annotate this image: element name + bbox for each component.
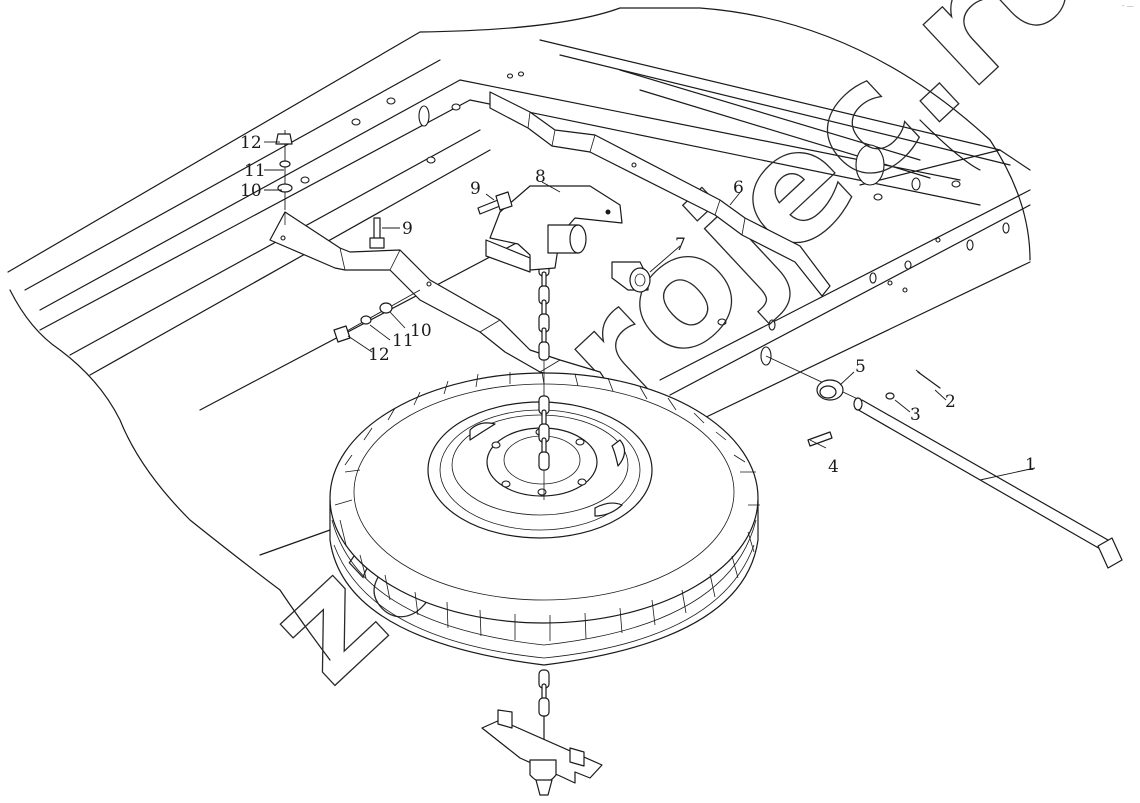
corner-mark: - — — [1122, 2, 1134, 10]
callout-9-lower: 9 — [402, 219, 413, 239]
crank-handle-1 — [765, 355, 1123, 569]
callout-labels: 1 2 3 4 5 6 7 8 9 9 10 10 11 11 12 12 — [240, 133, 1036, 477]
callout-9-upper: 9 — [470, 179, 481, 199]
bushing-7 — [611, 261, 651, 293]
callout-12-lower: 12 — [368, 345, 390, 365]
bolt-9-upper — [477, 191, 513, 215]
hanging-chain — [538, 250, 550, 761]
chassis-frame — [7, 7, 1031, 661]
callout-11-upper: 11 — [244, 161, 266, 181]
grommet-5 — [816, 379, 844, 401]
callout-12-upper: 12 — [240, 133, 262, 153]
callout-11-lower: 11 — [392, 331, 414, 351]
tread-pattern — [334, 371, 760, 641]
callout-5: 5 — [855, 357, 866, 377]
hanger-bracket-8 — [485, 185, 623, 273]
cotter-pin-2 — [915, 369, 941, 389]
callout-1: 1 — [1025, 455, 1036, 475]
callout-4: 4 — [828, 457, 839, 477]
washer-3 — [885, 392, 895, 400]
callout-leaders — [264, 141, 1036, 481]
fastener-stack-lower — [333, 289, 421, 343]
callout-8: 8 — [535, 167, 546, 187]
callout-2: 2 — [945, 392, 956, 412]
callout-10-upper: 10 — [240, 181, 262, 201]
callout-10-lower: 10 — [410, 321, 432, 341]
pin-4 — [807, 431, 833, 447]
callout-3: 3 — [910, 405, 921, 425]
callout-6: 6 — [733, 178, 744, 198]
upper-bracket-6 — [489, 91, 831, 297]
lower-hook-plate — [481, 709, 603, 796]
bolt-9-lower — [369, 217, 385, 249]
callout-7: 7 — [675, 235, 686, 255]
